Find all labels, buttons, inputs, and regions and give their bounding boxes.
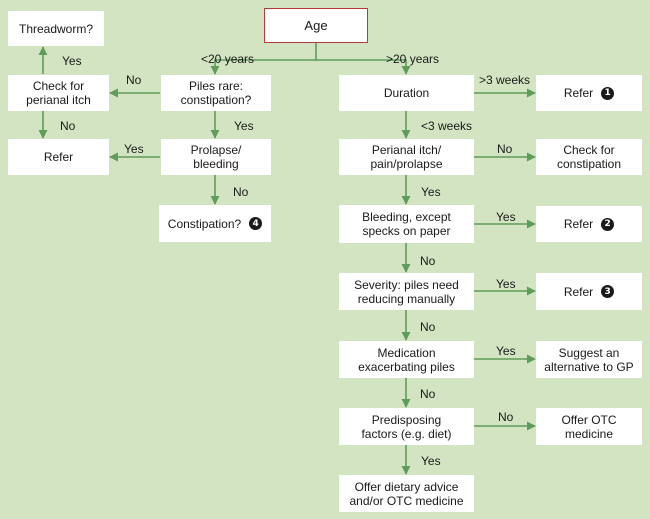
node-piles-rare: Piles rare: constipation?	[161, 75, 271, 111]
node-refer-2-text: Refer	[563, 217, 594, 231]
connector-age-right	[316, 59, 411, 75]
node-refer-1-text: Refer	[563, 86, 594, 100]
node-check-perianal-text: Check for perianal itch	[26, 79, 91, 107]
label-yes-perianal: Yes	[421, 185, 441, 199]
node-predisposing: Predisposing factors (e.g. diet)	[339, 408, 474, 445]
label-no-check-down: No	[60, 119, 76, 133]
node-constipation: Constipation? 4	[159, 205, 271, 242]
node-refer-3: Refer 3	[536, 273, 642, 310]
node-severity-text: Severity: piles need reducing manually	[354, 277, 459, 306]
node-threadworm: Threadworm?	[8, 11, 104, 46]
label-yes-medication: Yes	[496, 344, 516, 358]
label-no-bleeding: No	[420, 254, 436, 268]
label-no-check: No	[126, 73, 142, 87]
node-refer-left: Refer	[8, 139, 109, 175]
label-over-20: >20 years	[386, 52, 440, 66]
node-perianal-itch-text: Perianal itch/ pain/prolapse	[370, 143, 443, 171]
label-yes-refer-left: Yes	[124, 142, 144, 156]
label-under-20: <20 years	[201, 52, 255, 66]
node-offer-dietary-text: Offer dietary advice and/or OTC medicine	[349, 479, 464, 508]
label-no-predisposing: No	[498, 410, 514, 424]
node-offer-dietary: Offer dietary advice and/or OTC medicine	[339, 475, 474, 512]
node-prolapse-bleeding: Prolapse/ bleeding	[161, 139, 271, 175]
node-severity: Severity: piles need reducing manually	[339, 273, 474, 310]
label-no-prolapse: No	[233, 185, 249, 199]
node-duration: Duration	[339, 75, 474, 111]
node-refer-left-text: Refer	[43, 150, 74, 164]
label-yes-piles: Yes	[234, 119, 254, 133]
node-medication: Medication exacerbating piles	[339, 341, 474, 378]
badge-two: 2	[601, 217, 615, 231]
label-no-perianal: No	[497, 142, 513, 156]
label-gt-3-weeks: >3 weeks	[479, 73, 531, 87]
badge-three: 3	[601, 285, 615, 298]
node-bleeding-except-text: Bleeding, except specks on paper	[362, 210, 451, 238]
node-constipation-text: Constipation?	[167, 216, 242, 231]
node-check-constipation: Check for constipation	[536, 139, 642, 175]
node-bleeding-except: Bleeding, except specks on paper	[339, 205, 474, 243]
node-refer-1: Refer 1	[536, 75, 642, 111]
node-offer-otc: Offer OTC medicine	[536, 408, 642, 445]
node-check-perianal: Check for perianal itch	[8, 75, 109, 111]
node-threadworm-text: Threadworm?	[18, 21, 94, 36]
label-yes-threadworm: Yes	[62, 54, 82, 68]
label-no-medication: No	[420, 387, 436, 401]
node-piles-rare-text: Piles rare: constipation?	[180, 79, 252, 107]
node-duration-text: Duration	[383, 86, 430, 100]
node-suggest-alternative: Suggest an alternative to GP	[536, 341, 642, 378]
label-yes-bleeding: Yes	[496, 210, 516, 224]
label-yes-predisposing: Yes	[421, 454, 441, 468]
node-medication-text: Medication exacerbating piles	[358, 345, 455, 374]
node-predisposing-text: Predisposing factors (e.g. diet)	[361, 412, 452, 441]
label-no-severity: No	[420, 320, 436, 334]
node-age: Age	[264, 8, 368, 43]
label-lt-3-weeks: <3 weeks	[421, 119, 473, 133]
badge-one: 1	[601, 86, 615, 100]
node-refer-3-text: Refer	[563, 284, 594, 299]
node-prolapse-bleeding-text: Prolapse/ bleeding	[190, 143, 242, 171]
badge-four: 4	[249, 217, 263, 230]
node-check-constipation-text: Check for constipation	[556, 143, 622, 171]
label-yes-severity: Yes	[496, 277, 516, 291]
node-perianal-itch: Perianal itch/ pain/prolapse	[339, 139, 474, 175]
connector-age-split	[210, 43, 317, 75]
node-age-text: Age	[304, 17, 328, 33]
node-offer-otc-text: Offer OTC medicine	[561, 412, 617, 441]
node-suggest-alternative-text: Suggest an alternative to GP	[544, 345, 634, 374]
node-refer-2: Refer 2	[536, 206, 642, 242]
